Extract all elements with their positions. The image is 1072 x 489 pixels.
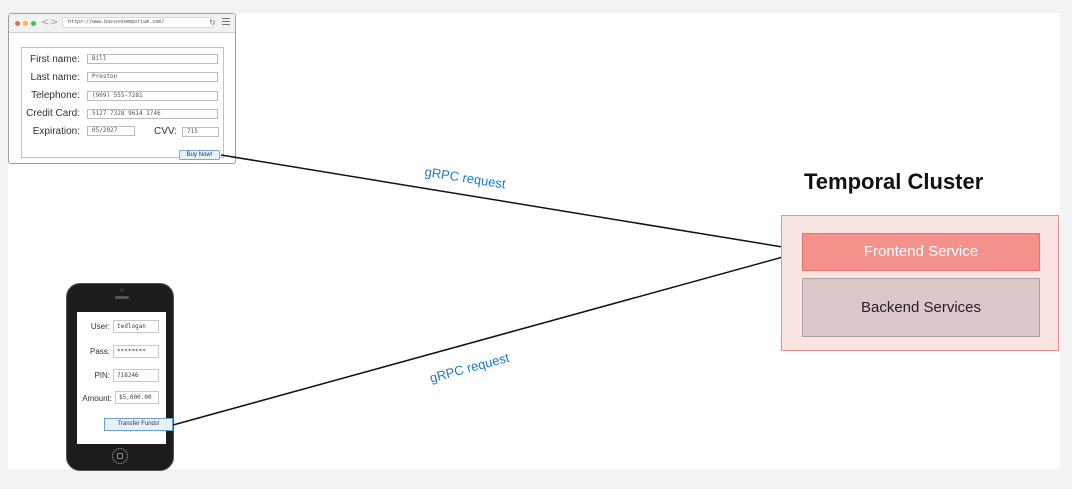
amount-field: $5,000.00 [115,391,159,404]
phone-to-frontend-arrow [172,250,802,426]
forward-icon: > [50,17,59,28]
camera-icon [120,288,124,292]
user-label: User: [90,322,110,331]
pin-field: 718246 [113,369,159,382]
last-name-label: Last name: [30,72,80,83]
maximize-dot-icon [31,21,36,26]
speaker-icon [115,296,129,299]
cluster-title: Temporal Cluster [804,169,984,194]
expiration-label: Expiration: [32,126,80,137]
menu-icon [222,18,230,26]
browser-window: < > https://www.bassoonemporium.com/ ↻ [8,13,236,164]
credit-card-field: 5127 7328 9614 1746 [87,109,218,119]
amount-label: Amount: [82,394,112,403]
cvv-field: 715 [182,127,219,137]
checkout-form [21,47,224,158]
last-name-field: Preston [87,72,218,82]
buy-now-button: Buy Now! [179,150,220,160]
user-field: tedlogan [113,320,159,333]
telephone-field: (909) 555-7281 [87,91,218,101]
pass-field: ******** [113,345,159,358]
first-name-field: Bill [87,54,218,64]
telephone-label: Telephone: [31,90,80,101]
pass-label: Pass: [89,347,110,356]
cvv-label: CVV: [154,126,177,137]
pin-label: PIN: [94,371,110,380]
home-button-icon [112,448,128,464]
expiration-field: 05/2027 [87,126,135,136]
frontend-service-box: Frontend Service [802,233,1040,271]
first-name-label: First name: [29,54,80,65]
backend-services-box: Backend Services [802,278,1040,337]
browser-to-frontend-arrow [220,154,802,253]
close-dot-icon [15,21,20,26]
transfer-funds-button: Transfer Funds! [104,418,173,431]
back-icon: < [41,17,50,28]
address-bar: https://www.bassoonemporium.com/ [62,17,214,28]
reload-icon: ↻ [209,18,216,27]
credit-card-label: Credit Card: [26,108,80,119]
minimize-dot-icon [23,21,28,26]
browser-toolbar: < > https://www.bassoonemporium.com/ ↻ [9,14,235,33]
url-text: https://www.bassoonemporium.com/ [68,19,165,25]
